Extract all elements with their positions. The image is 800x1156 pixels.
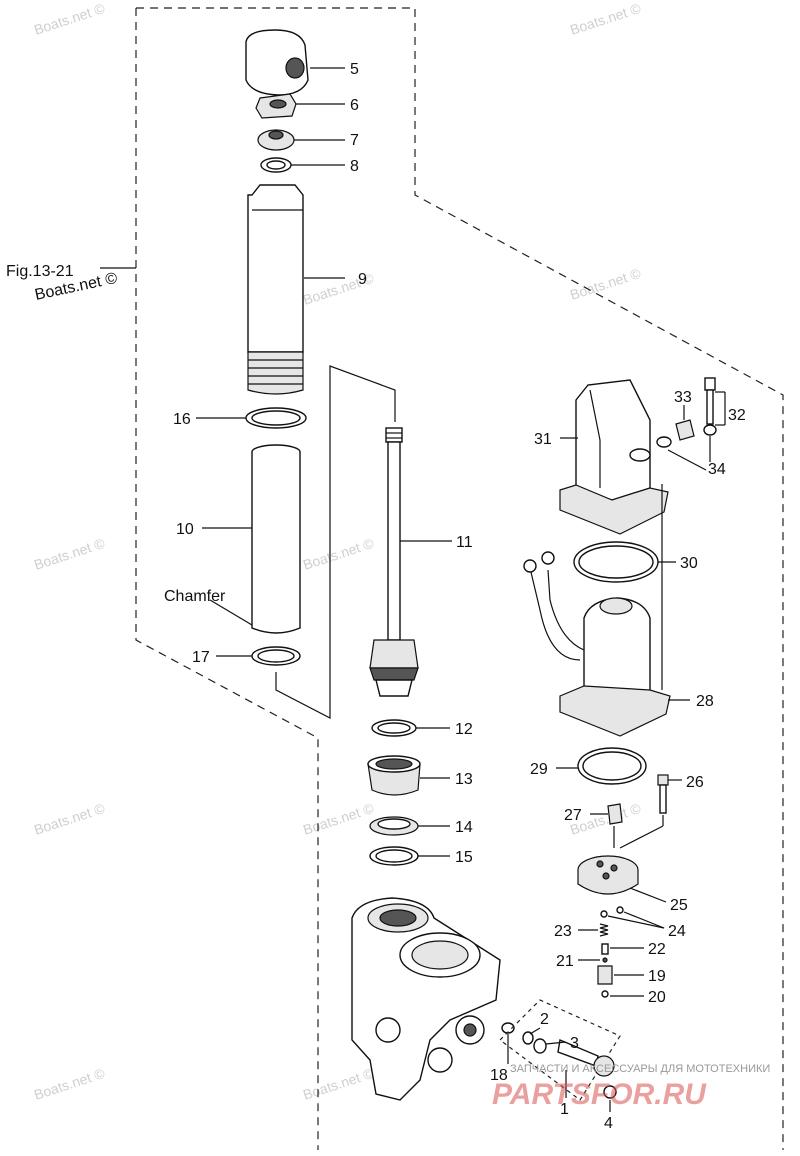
- callout-9: 9: [358, 271, 367, 288]
- callout-30: 30: [680, 555, 698, 572]
- figure-ref-label: Fig.13-21: [6, 263, 74, 280]
- callout-29: 29: [530, 761, 548, 778]
- brand-name: PARTSFOR.RU: [492, 1078, 707, 1111]
- part-22-pin: [601, 943, 644, 955]
- part-33-screw: [656, 405, 695, 448]
- part-23-spring: [578, 923, 609, 937]
- part-6-nut: [255, 93, 345, 119]
- callout-26: 26: [686, 774, 704, 791]
- callout-24: 24: [668, 923, 686, 940]
- part-8-oring: [260, 157, 345, 173]
- callout-14: 14: [455, 819, 473, 836]
- chamfer-label: Chamfer: [164, 588, 226, 605]
- part-25-pump: [577, 855, 667, 903]
- part-32-bolt: [703, 377, 726, 436]
- part-20-oring: [601, 990, 644, 998]
- part-34-washer: [667, 436, 711, 471]
- callout-5: 5: [350, 61, 359, 78]
- part-1-valve-screw: [557, 1039, 615, 1098]
- callout-31: 31: [534, 431, 552, 448]
- pump-body: [351, 897, 501, 1101]
- callout-18: 18: [490, 1067, 508, 1084]
- callout-20: 20: [648, 989, 666, 1006]
- watermark: Boats.net ©: [32, 0, 107, 38]
- brand-tagline: ЗАПЧАСТИ И АКСЕССУАРЫ ДЛЯ МОТОТЕХНИКИ: [510, 1063, 770, 1075]
- part-18-washer: [501, 1022, 515, 1064]
- callout-7: 7: [350, 132, 359, 149]
- part-19-valve: [597, 965, 644, 985]
- part-26-bolt: [619, 774, 682, 849]
- part-16-oring: [196, 407, 307, 429]
- part-24-balls: [600, 906, 665, 929]
- callout-4: 4: [604, 1115, 613, 1132]
- callout-8: 8: [350, 158, 359, 175]
- watermark: Boats.net ©: [32, 800, 107, 838]
- callout-22: 22: [648, 941, 666, 958]
- callout-19: 19: [648, 968, 666, 985]
- callout-15: 15: [455, 849, 473, 866]
- callout-numbers: 5 6 7 8 9 16 10 17 11 12 13 14 15 31 32 …: [173, 61, 746, 1132]
- watermark: Boats.net ©: [568, 265, 643, 303]
- part-21-ball: [578, 957, 608, 963]
- part-3-oring: [533, 1038, 567, 1054]
- part-31-motor-cover: [559, 379, 669, 535]
- callout-23: 23: [554, 923, 572, 940]
- watermark: Boats.net ©: [301, 800, 376, 838]
- part-4-circlip: [603, 1085, 617, 1112]
- part-7-washer: [257, 129, 345, 151]
- callout-16: 16: [173, 411, 191, 428]
- part-15-oring: [369, 846, 450, 866]
- part-5-cap: [245, 29, 345, 96]
- callout-3: 3: [570, 1035, 579, 1052]
- callout-1: 1: [560, 1101, 569, 1118]
- figure-reference: Fig.13-21 Boats.net ©: [6, 263, 136, 304]
- part-14-ring: [369, 816, 450, 836]
- callout-6: 6: [350, 97, 359, 114]
- callout-27: 27: [564, 807, 582, 824]
- brand-watermark: ЗАПЧАСТИ И АКСЕССУАРЫ ДЛЯ МОТОТЕХНИКИ PA…: [492, 1063, 770, 1111]
- part-9-cylinder: [247, 184, 345, 395]
- assembly-boundary: [135, 7, 784, 1150]
- part-12-oring: [371, 719, 450, 737]
- part-11-piston-rod: [369, 427, 452, 697]
- callout-10: 10: [176, 521, 194, 538]
- callout-33: 33: [674, 389, 692, 406]
- part-2-oring: [522, 1027, 541, 1045]
- callout-12: 12: [455, 721, 473, 738]
- watermark: Boats.net ©: [32, 1065, 107, 1103]
- part-28-motor: [523, 551, 690, 737]
- watermark: Boats.net ©: [301, 1065, 376, 1103]
- part-30-oring: [573, 541, 676, 583]
- part-13-seal: [367, 755, 450, 796]
- callout-17: 17: [192, 649, 210, 666]
- callout-25: 25: [670, 897, 688, 914]
- callout-28: 28: [696, 693, 714, 710]
- callout-32: 32: [728, 407, 746, 424]
- callout-11: 11: [456, 534, 473, 551]
- callout-34: 34: [708, 461, 726, 478]
- part-10-sleeve: [202, 444, 301, 634]
- part-29-oring: [556, 747, 647, 785]
- callout-21: 21: [556, 953, 574, 970]
- callout-2: 2: [540, 1011, 549, 1028]
- watermark: Boats.net ©: [32, 535, 107, 573]
- valve-group-boundary: [499, 999, 621, 1101]
- watermark: Boats.net ©: [301, 535, 376, 573]
- watermark: Boats.net ©: [568, 0, 643, 38]
- callout-13: 13: [455, 771, 473, 788]
- part-17-oring: [216, 365, 396, 719]
- part-27-plug: [590, 803, 623, 848]
